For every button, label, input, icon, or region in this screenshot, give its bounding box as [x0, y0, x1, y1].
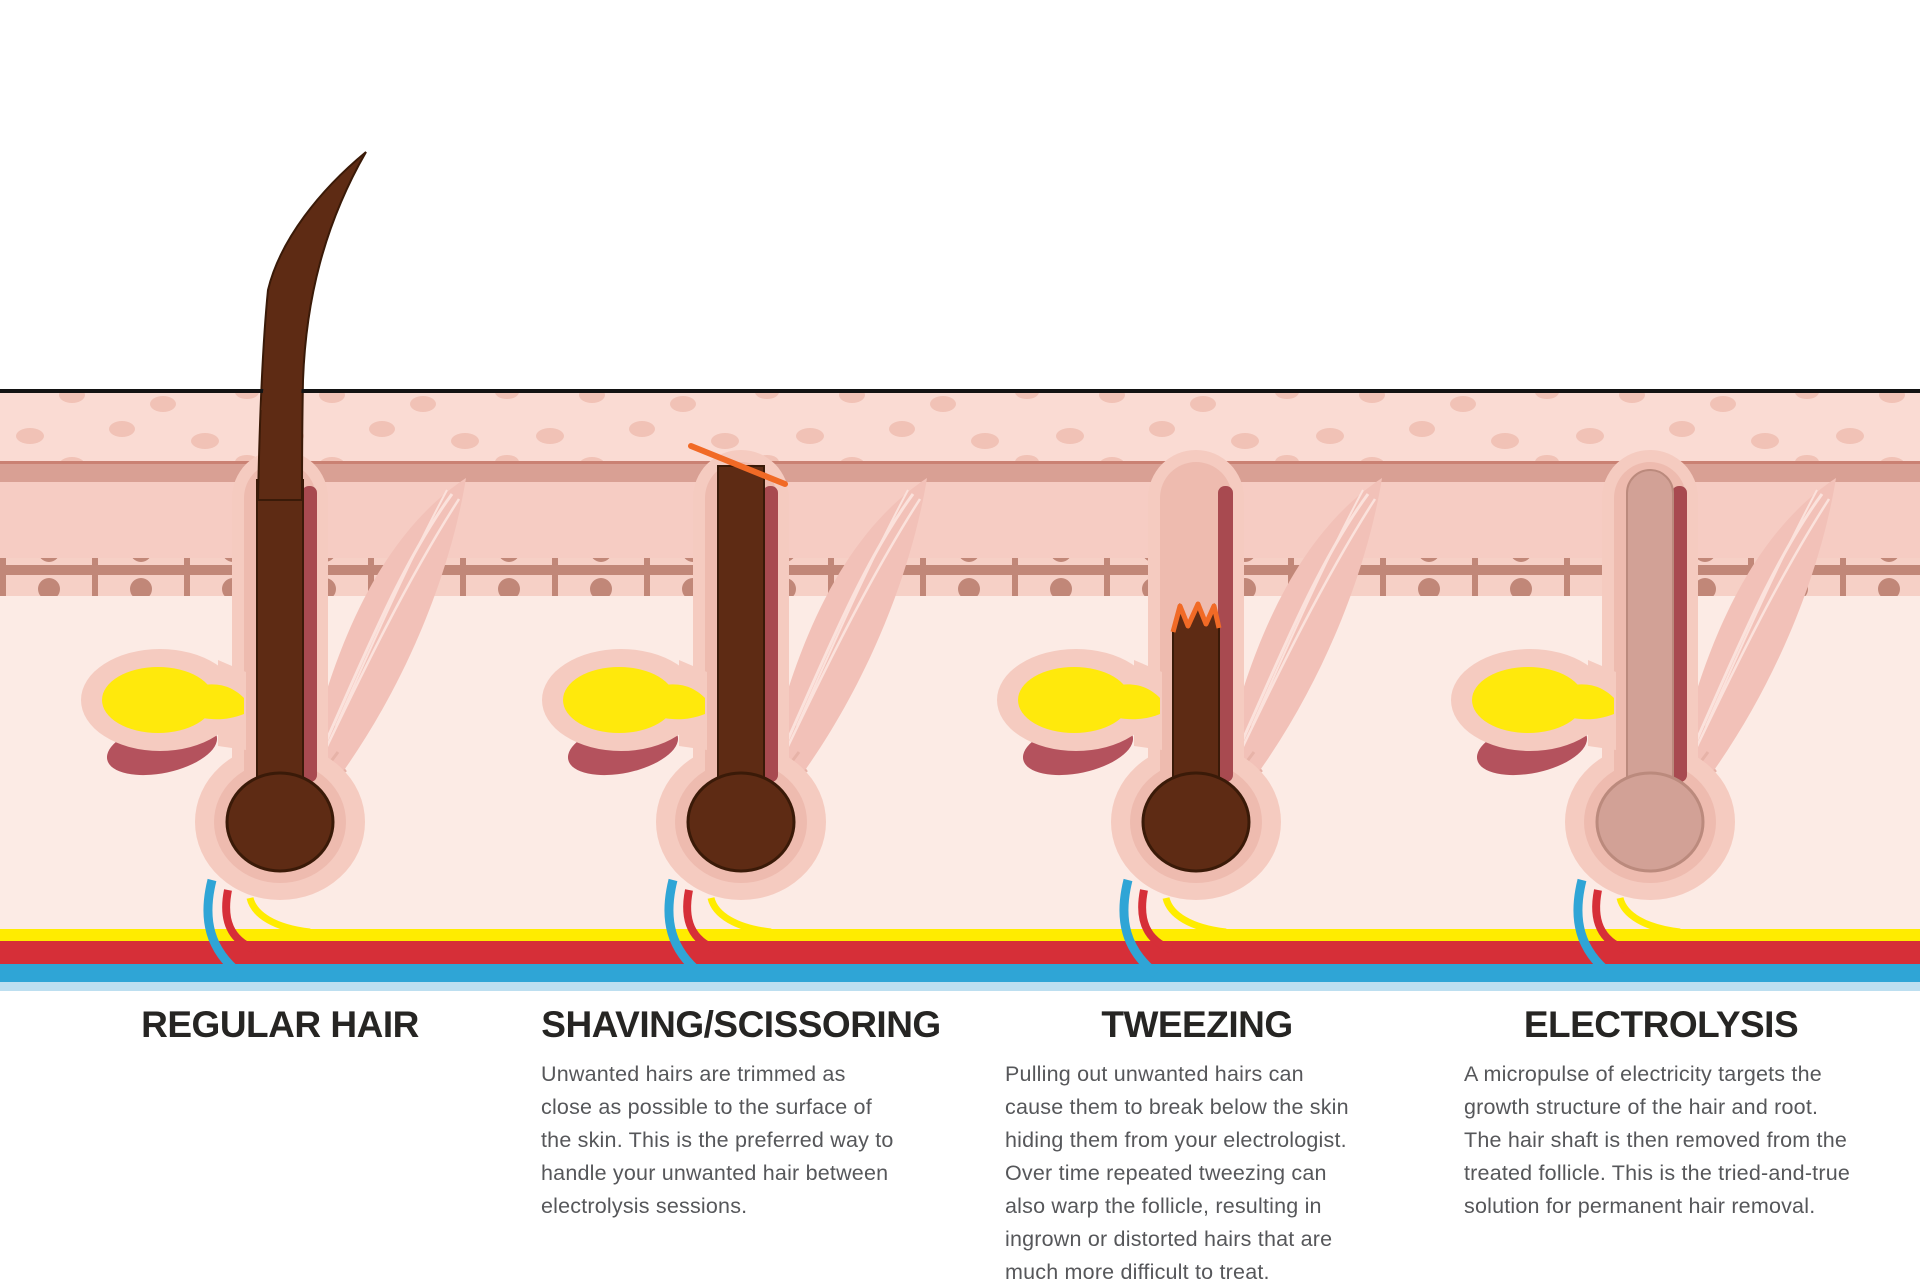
body-electrolysis: A micropulse of electricity targets the … — [1464, 1062, 1851, 1218]
heading-tweezing: TWEEZING — [1101, 1004, 1293, 1045]
heading-regular-hair: REGULAR HAIR — [141, 1004, 419, 1045]
follicle-tweezing — [997, 450, 1382, 974]
vessel-stripe-red — [0, 941, 1920, 964]
body-tweezing: Pulling out unwanted hairs can cause the… — [1005, 1062, 1349, 1280]
follicle-shaving — [542, 443, 927, 974]
heading-shaving: SHAVING/SCISSORING — [541, 1004, 941, 1045]
hair-shaft — [256, 151, 367, 501]
vessel-stripe-pale-blue — [0, 982, 1920, 991]
column-regular-hair: REGULAR HAIR — [120, 1004, 440, 1058]
body-shaving: Unwanted hairs are trimmed as close as p… — [541, 1062, 894, 1218]
skin-surface-line — [0, 389, 1920, 393]
column-shaving: SHAVING/SCISSORING Unwanted hairs are tr… — [541, 1004, 941, 1223]
column-electrolysis: ELECTROLYSIS A micropulse of electricity… — [1464, 1004, 1858, 1223]
column-tweezing: TWEEZING Pulling out unwanted hairs can … — [1005, 1004, 1389, 1280]
follicle-electrolysis — [1451, 450, 1836, 974]
vessel-stripe-blue — [0, 964, 1920, 982]
follicle-regular-hair — [81, 151, 466, 974]
heading-electrolysis: ELECTROLYSIS — [1523, 1004, 1799, 1045]
scissor-cut-mark — [688, 443, 788, 487]
vessel-stripe-yellow — [0, 929, 1920, 941]
hair-break-mark — [1170, 601, 1222, 633]
